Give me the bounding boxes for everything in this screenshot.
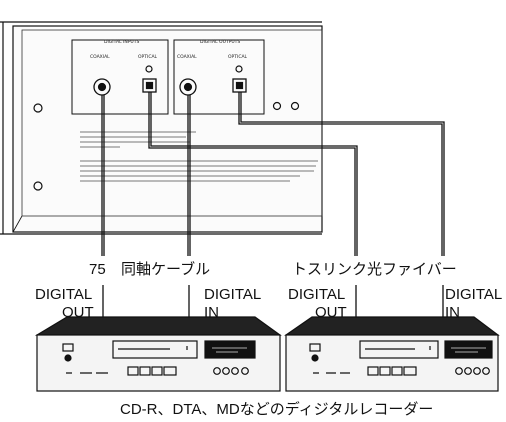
optical-cable-to-right-in [238, 92, 443, 256]
inputs-coaxial-label: COAXIAL [90, 54, 110, 60]
cables [101, 92, 445, 320]
left-digital-in-label-1: DIGITAL [204, 286, 262, 303]
right-digital-out-label-2: OUT [315, 304, 347, 321]
outputs-group-label: DIGITAL OUTPUTS [200, 39, 240, 45]
rear-panel [0, 21, 323, 235]
right-digital-in-label-2: IN [445, 304, 460, 321]
right-digital-out-label-1: DIGITAL [288, 286, 346, 303]
coax-impedance-label: 75 [89, 261, 106, 278]
panel-fine-print [80, 131, 318, 182]
left-recorder [34, 316, 282, 392]
right-digital-in-label-1: DIGITAL [445, 286, 503, 303]
outputs-optical-label: OPTICAL [228, 54, 248, 60]
recorder-caption: CD-R、DTA、MDなどのディジタルレコーダー [120, 401, 434, 418]
left-digital-in-label-2: IN [204, 304, 219, 321]
left-digital-out-label-2: OUT [62, 304, 94, 321]
right-recorder [284, 316, 500, 392]
optical-cable-to-right-out [148, 92, 356, 256]
inputs-optical-label: OPTICAL [138, 54, 158, 60]
outputs-coaxial-label: COAXIAL [177, 54, 197, 60]
optical-cable-label: トスリンク光ファイバー [292, 261, 457, 278]
left-digital-out-label-1: DIGITAL [35, 286, 93, 303]
inputs-group-label: DIGITAL INPUTS [104, 39, 139, 45]
coax-cable-label: 同軸ケーブル [121, 261, 211, 278]
